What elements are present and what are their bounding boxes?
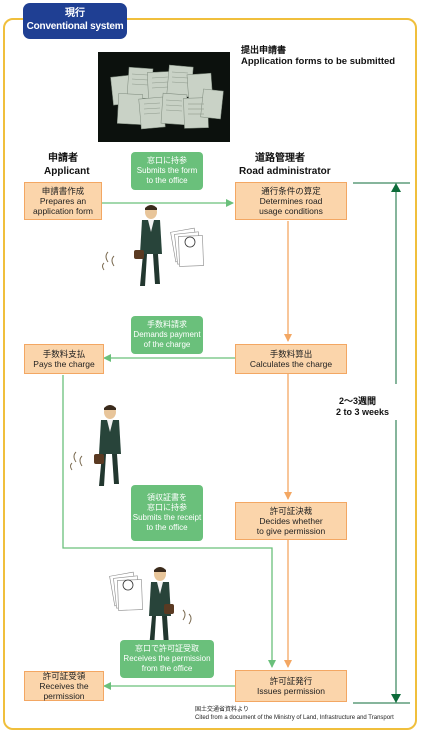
header-title-en: Conventional system xyxy=(26,21,124,32)
receive-permission-jp: 窓口で許可証受取 xyxy=(135,644,199,653)
submit-form-en1: Submits the form xyxy=(136,166,198,175)
demand-payment-en1: Demands payment xyxy=(133,330,201,339)
receives-jp: 許可証受領 xyxy=(42,671,86,681)
determine-en1: Determines road xyxy=(259,196,323,206)
source-jp: 国土交通省資料より xyxy=(195,707,249,713)
receive-permission-en2: from the office xyxy=(141,664,193,673)
action-submit-form: 窓口に持参 Submits the form to the office xyxy=(131,152,203,190)
prepare-en2: application form xyxy=(32,206,93,216)
box-decides-permission: 許可証決裁 Decides whether to give permission xyxy=(235,502,347,540)
person-paying-icon xyxy=(70,405,121,486)
road-admin-heading-en: Road administrator xyxy=(239,166,331,177)
source-citation: 国土交通省資料より Cited from a document of the M… xyxy=(195,706,394,722)
receives-en1: Receives the permission xyxy=(39,681,89,701)
box-determine-conditions: 通行条件の算定 Determines road usage conditions xyxy=(235,182,347,220)
prepare-en1: Prepares an xyxy=(39,196,87,206)
submit-receipt-jp2: 窓口に持参 xyxy=(147,503,187,512)
duration-label: 2～3週間 2 to 3 weeks xyxy=(336,396,389,418)
decides-en2: to give permission xyxy=(256,526,326,536)
submit-form-jp: 窓口に持参 xyxy=(147,156,187,165)
road-admin-heading: 道路管理者 Road administrator xyxy=(239,152,331,178)
box-pays-charge: 手数料支払 Pays the charge xyxy=(24,344,104,374)
decides-jp: 許可証決裁 xyxy=(269,506,313,516)
person-receiving-permission-icon xyxy=(109,567,192,648)
header-tab: 現行 Conventional system xyxy=(23,3,127,39)
source-en: Cited from a document of the Ministry of… xyxy=(195,715,394,721)
pays-jp: 手数料支払 xyxy=(42,349,86,359)
demand-payment-jp: 手数料請求 xyxy=(147,320,187,329)
demand-payment-en2: of the charge xyxy=(143,340,191,349)
duration-jp: 2～3週間 xyxy=(339,396,377,406)
arrow-submit-receipt xyxy=(62,375,276,668)
box-receives-permission: 許可証受領 Receives the permission xyxy=(24,671,104,701)
pays-en1: Pays the charge xyxy=(33,359,95,369)
issues-jp: 許可証発行 xyxy=(269,676,313,686)
determine-en2: usage conditions xyxy=(259,206,323,216)
submit-form-en2: to the office xyxy=(146,176,188,185)
application-forms-photo xyxy=(98,52,230,142)
issues-en1: Issues permission xyxy=(256,686,326,696)
submit-receipt-jp1: 領収証書を xyxy=(147,493,187,502)
bracket-arrow-down xyxy=(391,694,401,703)
prepare-jp: 申請書作成 xyxy=(41,186,85,196)
determine-jp: 通行条件の算定 xyxy=(261,186,321,196)
bracket-arrow-up xyxy=(391,183,401,192)
road-admin-heading-jp: 道路管理者 xyxy=(255,153,305,164)
box-calculates-charge: 手数料算出 Calculates the charge xyxy=(235,344,347,374)
header-title-jp: 現行 xyxy=(65,8,85,19)
calculates-jp: 手数料算出 xyxy=(269,349,313,359)
action-submit-receipt: 領収証書を 窓口に持参 Submits the receipt to the o… xyxy=(131,485,203,541)
duration-en: 2 to 3 weeks xyxy=(336,407,390,417)
photo-caption: 提出申請書 Application forms to be submitted xyxy=(241,44,395,68)
applicant-heading: 申請者 Applicant xyxy=(44,152,90,178)
applicant-heading-jp: 申請者 xyxy=(48,153,78,164)
calculates-en1: Calculates the charge xyxy=(249,359,333,369)
action-receive-permission: 窓口で許可証受取 Receives the permission from th… xyxy=(120,640,214,678)
photo-caption-en: Application forms to be submitted xyxy=(241,56,396,67)
submit-receipt-en1: Submits the receipt xyxy=(132,513,202,522)
box-prepare-application: 申請書作成 Prepares an application form xyxy=(24,182,102,220)
decides-en1: Decides whether xyxy=(259,516,323,526)
box-issues-permission: 許可証発行 Issues permission xyxy=(235,670,347,702)
action-demand-payment: 手数料請求 Demands payment of the charge xyxy=(131,316,203,354)
person-submitting-form-icon xyxy=(102,205,204,286)
applicant-heading-en: Applicant xyxy=(44,166,90,177)
receive-permission-en1: Receives the permission xyxy=(123,654,211,663)
photo-caption-jp: 提出申請書 xyxy=(241,45,287,55)
forms-illustration xyxy=(98,52,230,142)
submit-receipt-en2: to the office xyxy=(146,523,188,532)
